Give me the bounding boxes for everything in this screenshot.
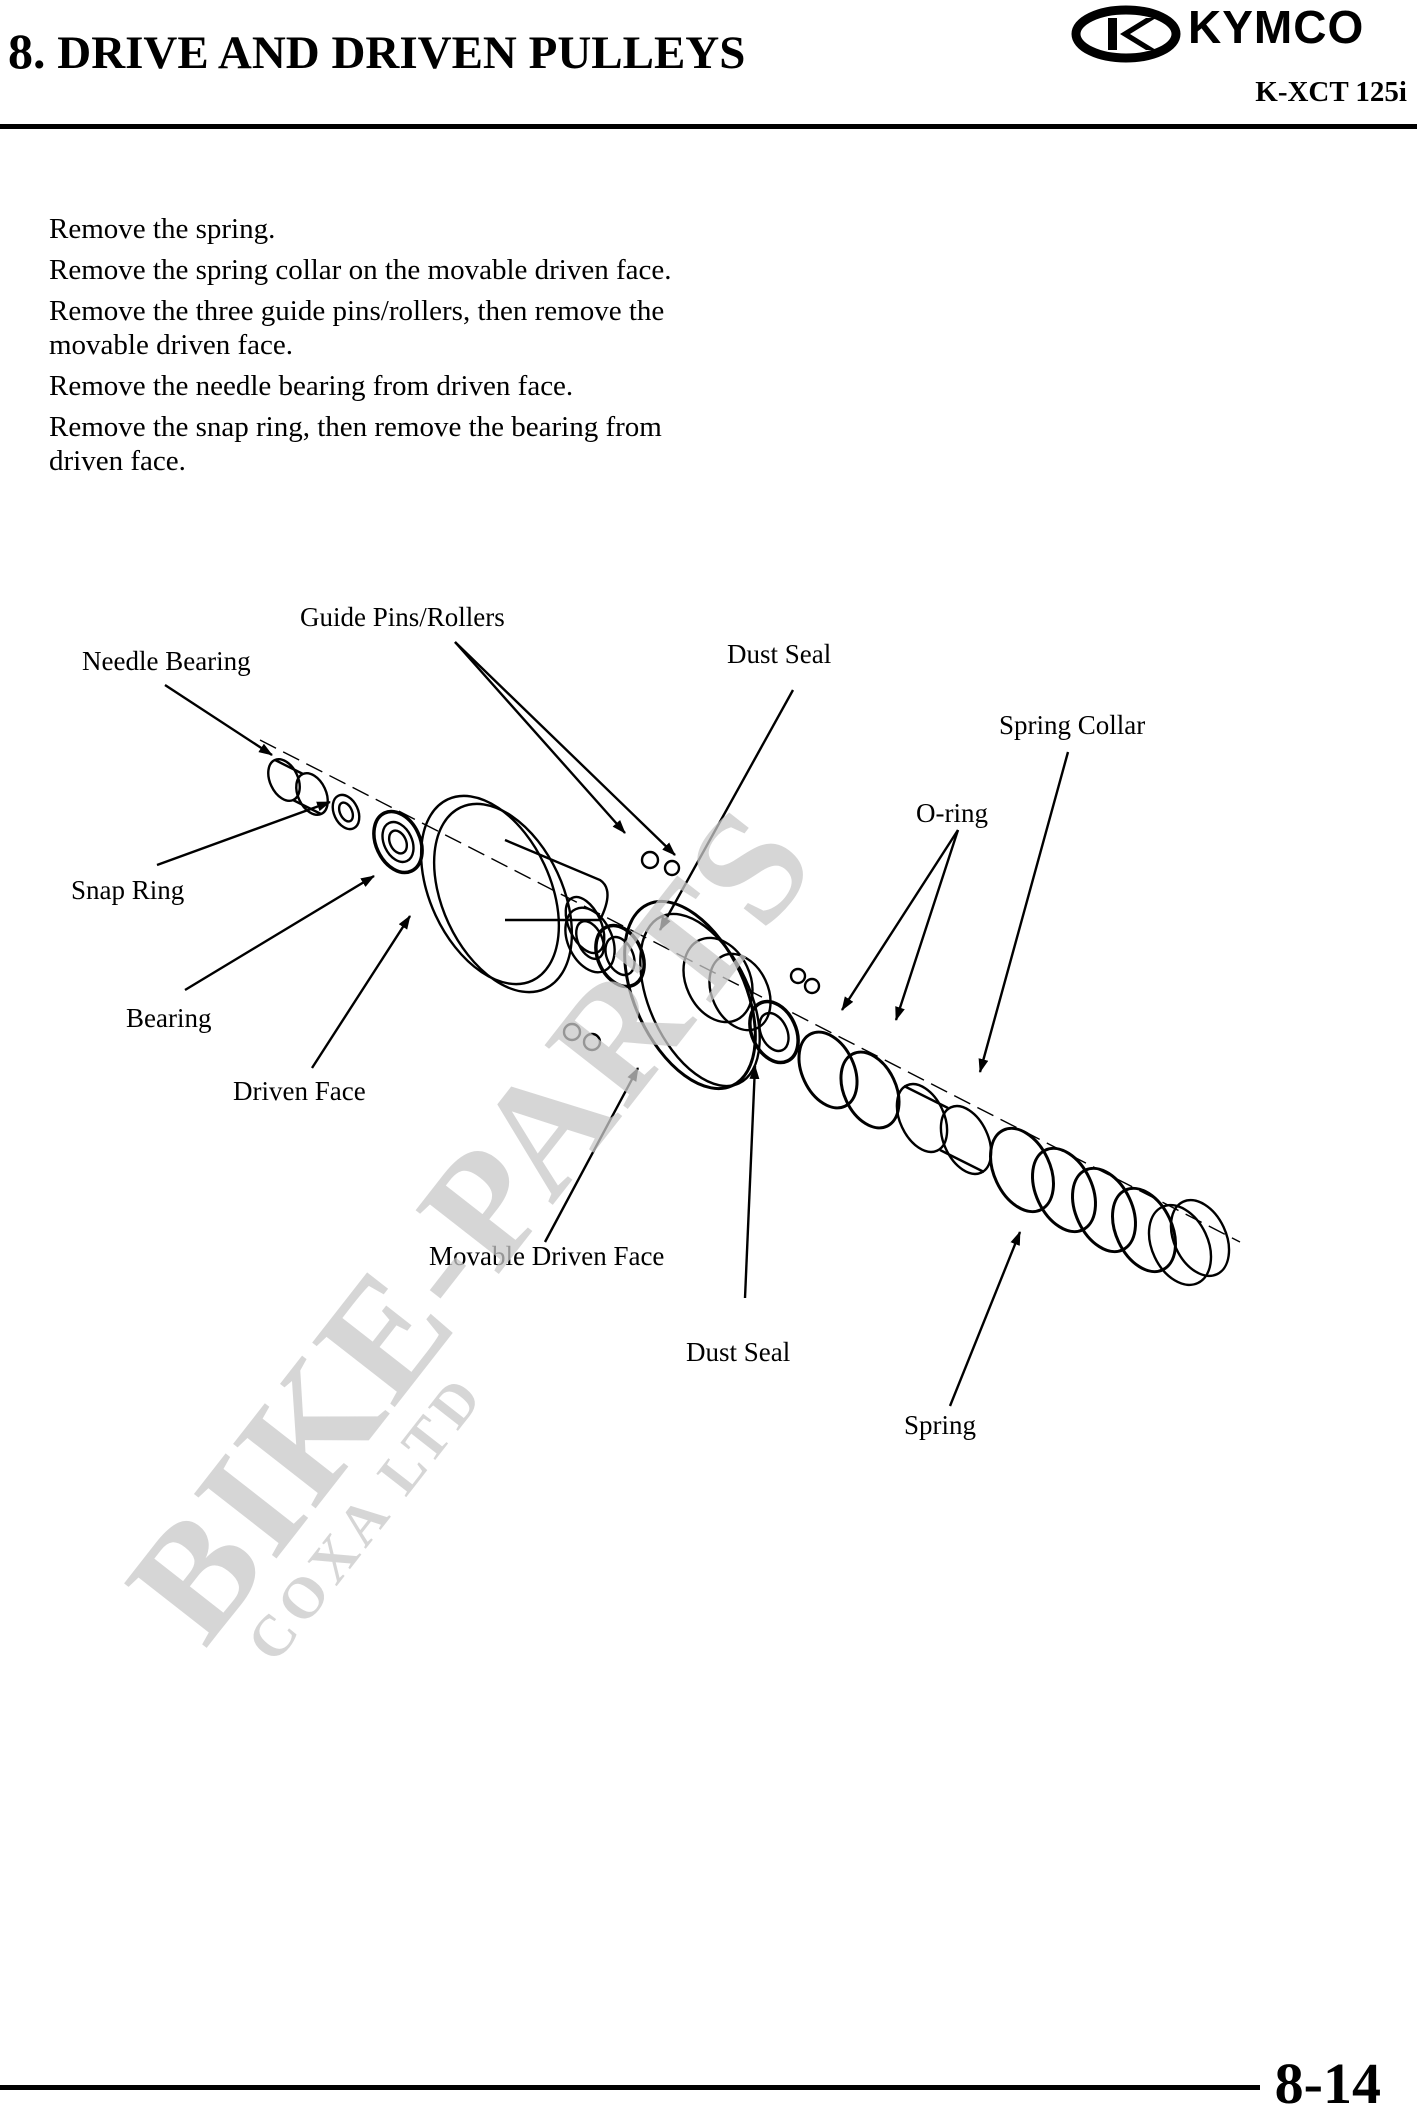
- label-driven-face: Driven Face: [233, 1076, 366, 1106]
- step-text: Remove the needle bearing from driven fa…: [49, 370, 574, 402]
- label-needle-bearing: Needle Bearing: [82, 646, 251, 676]
- label-guide-pins: Guide Pins/Rollers: [300, 602, 505, 632]
- label-spring: Spring: [904, 1410, 977, 1440]
- procedure-steps: Remove the spring. Remove the spring col…: [49, 212, 689, 485]
- section-number: 8.: [8, 23, 46, 79]
- label-dust-seal-bottom: Dust Seal: [686, 1337, 791, 1367]
- exploded-diagram: Guide Pins/Rollers Needle Bearing Dust S…: [0, 580, 1417, 1480]
- label-spring-collar: Spring Collar: [999, 710, 1146, 740]
- driven-face-part: [419, 794, 616, 994]
- header-divider: [0, 124, 1417, 129]
- label-movable-driven-face: Movable Driven Face: [429, 1241, 665, 1271]
- label-dust-seal-top: Dust Seal: [727, 639, 832, 669]
- kymco-logo-icon: [1071, 5, 1181, 63]
- step-text: Remove the snap ring, then remove the be…: [49, 411, 662, 477]
- footer-divider: [0, 2085, 1260, 2090]
- page-number: 8-14: [1274, 2051, 1381, 2116]
- section-title: 8. DRIVE AND DRIVEN PULLEYS: [8, 22, 745, 80]
- label-o-ring: O-ring: [916, 798, 988, 828]
- step-text: Remove the spring collar on the movable …: [49, 254, 672, 286]
- step-text: Remove the three guide pins/rollers, the…: [49, 295, 665, 361]
- label-bearing: Bearing: [126, 1003, 212, 1033]
- model-name: K-XCT 125i: [1255, 76, 1407, 108]
- step-text: Remove the spring.: [49, 213, 276, 245]
- label-snap-ring: Snap Ring: [71, 875, 185, 905]
- brand-name: KYMCO: [1188, 1, 1365, 53]
- movable-driven-face-part: [623, 899, 772, 1091]
- pulley-drawing: [156, 641, 1241, 1407]
- spring-collar-part: [895, 1082, 993, 1176]
- needle-bearing-part: [267, 758, 329, 816]
- section-title-text: DRIVE AND DRIVEN PULLEYS: [57, 27, 746, 79]
